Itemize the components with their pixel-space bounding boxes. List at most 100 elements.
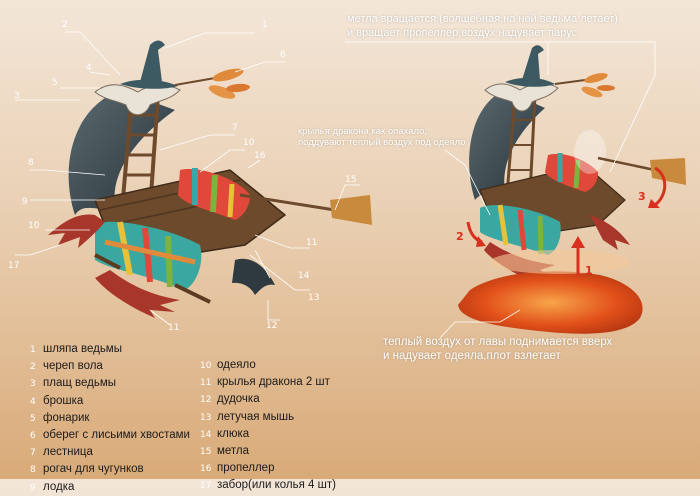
witch-cloak-sail: [68, 90, 175, 215]
legend-item: 6 оберег с лисьими хвостами: [30, 427, 190, 444]
right-leaders: [345, 41, 656, 339]
callout-17: 17: [8, 261, 19, 271]
arrow-label-2: 2: [456, 230, 464, 243]
legend-item: 13 летучая мышь: [200, 409, 336, 426]
callout-14: 14: [298, 271, 310, 281]
note-wings-line1: крылья дракона,как опахало,: [298, 126, 428, 137]
callout-16: 16: [254, 151, 266, 161]
legend-label: шляпа ведьмы: [43, 343, 122, 355]
legend-item: 12 дудочка: [200, 391, 336, 408]
legend-item: 15 метла: [200, 443, 336, 460]
callout-2: 2: [62, 20, 68, 30]
right-raft-drawing: [469, 45, 686, 282]
right-blanket-back: [545, 153, 598, 192]
callout-7: 7: [232, 123, 238, 133]
callout-8: 8: [28, 158, 34, 168]
legend-label: брошка: [43, 394, 84, 407]
right-fox-tails: [554, 73, 615, 98]
arrow-labels: 1 2 3: [456, 190, 646, 277]
blanket-front: [95, 221, 202, 290]
legend-item: 9 лодка: [30, 479, 190, 496]
legend-number: 3: [30, 379, 36, 390]
note-wings-line2: поддувают теплый воздух под одеяло: [298, 137, 466, 148]
legend-item: 14 клюка: [200, 426, 336, 443]
legend-number: 9: [30, 482, 36, 493]
right-ox-skull: [484, 83, 559, 112]
callout-10-a: 10: [28, 221, 40, 231]
legend-number: 16: [200, 464, 212, 475]
legend-label: череп вола: [43, 360, 103, 373]
witch-hat: [120, 40, 178, 89]
illustration: 1 2 3 4 5 6 7 8 9 10 10 11 11 12 13 14 1…: [8, 20, 686, 339]
legend-item: 10 одеяло: [200, 357, 336, 374]
legend-number: 12: [200, 395, 212, 406]
broom: [239, 193, 372, 225]
legend-label: оберег с лисьими хвостами: [43, 429, 190, 442]
legend-label: дудочка: [217, 393, 260, 406]
callout-12: 12: [266, 321, 277, 331]
callout-10-b: 10: [243, 138, 255, 148]
legend-number: 10: [200, 361, 212, 371]
fence-stakes: [94, 253, 211, 304]
legend-item: 2 череп вола: [30, 358, 190, 375]
legend-number: 11: [200, 378, 212, 389]
lava-pool: [458, 271, 643, 334]
fox-tail-amulet: [174, 68, 250, 99]
legend-column-2: 10 одеяло 11 крылья дракона 2 шт 12 дудочка…: [200, 357, 336, 495]
legend-label: пропеллер: [217, 462, 275, 475]
legend-number: 1: [30, 345, 36, 355]
legend-label: лестница: [43, 446, 93, 459]
callout-1: 1: [262, 20, 268, 30]
right-cloak-sail: [469, 90, 545, 200]
legend-number: 4: [30, 396, 36, 407]
bat: [232, 258, 275, 295]
left-raft-drawing: [48, 40, 372, 318]
legend-number: 6: [30, 431, 36, 442]
legend-number: 13: [200, 412, 212, 423]
legend-label: плащ ведьмы: [43, 377, 116, 390]
legend-label: метла: [217, 445, 250, 458]
ox-skull: [94, 84, 181, 116]
dragon-wing-lower: [95, 270, 180, 318]
legend-item: 16 пропеллер: [200, 460, 336, 477]
legend-number: 14: [200, 429, 212, 440]
callout-6: 6: [280, 50, 286, 60]
legend-item: 3 плащ ведьмы: [30, 375, 190, 392]
legend-column-1: 1 шляпа ведьмы 2 череп вола 3 плащ ведьмы 4…: [30, 341, 190, 496]
legend-number: 2: [30, 362, 36, 373]
callout-5: 5: [52, 78, 58, 88]
right-dragon-wing-2: [590, 215, 630, 250]
callout-4: 4: [86, 63, 92, 73]
blanket-back: [178, 168, 250, 220]
right-broom: [597, 156, 686, 185]
legend-number: 15: [200, 447, 212, 458]
note-lava-line1: теплый воздух от лавы поднимается вверх: [383, 336, 613, 348]
legend-number: 7: [30, 448, 36, 459]
left-callout-numbers: 1 2 3 4 5 6 7 8 9 10 10 11 11 12 13 14 1…: [8, 20, 356, 333]
left-callout-leaders: [15, 31, 360, 326]
arrow-label-1: 1: [585, 264, 593, 277]
legend-label: летучая мышь: [217, 410, 295, 423]
callout-3: 3: [14, 91, 20, 101]
legend-item: 1 шляпа ведьмы: [30, 341, 190, 358]
legend-label: рогач для чугунков: [43, 463, 144, 476]
callout-9: 9: [22, 197, 28, 207]
propeller-motion: [574, 130, 606, 174]
dragon-wing-left: [48, 214, 105, 248]
note-broom-line1: метла вращается (волшебная,на ней ведьма…: [347, 13, 618, 25]
note-broom-line2: и вращает пропеллер,воздух надувает пару…: [347, 27, 578, 39]
callout-11-b: 11: [168, 323, 179, 333]
legend-label: одеяло: [217, 359, 256, 371]
legend-label: крылья дракона 2 шт: [217, 376, 330, 389]
legend-label: фонарик: [43, 411, 90, 424]
callout-11-a: 11: [306, 238, 317, 248]
airflow-arrows: [466, 166, 667, 275]
legend-label: клюка: [217, 427, 250, 440]
legend-label: забор(или колья 4 шт): [217, 479, 336, 492]
legend-label: лодка: [43, 480, 75, 493]
arrow-broom: [653, 166, 667, 207]
callout-15: 15: [345, 175, 356, 185]
